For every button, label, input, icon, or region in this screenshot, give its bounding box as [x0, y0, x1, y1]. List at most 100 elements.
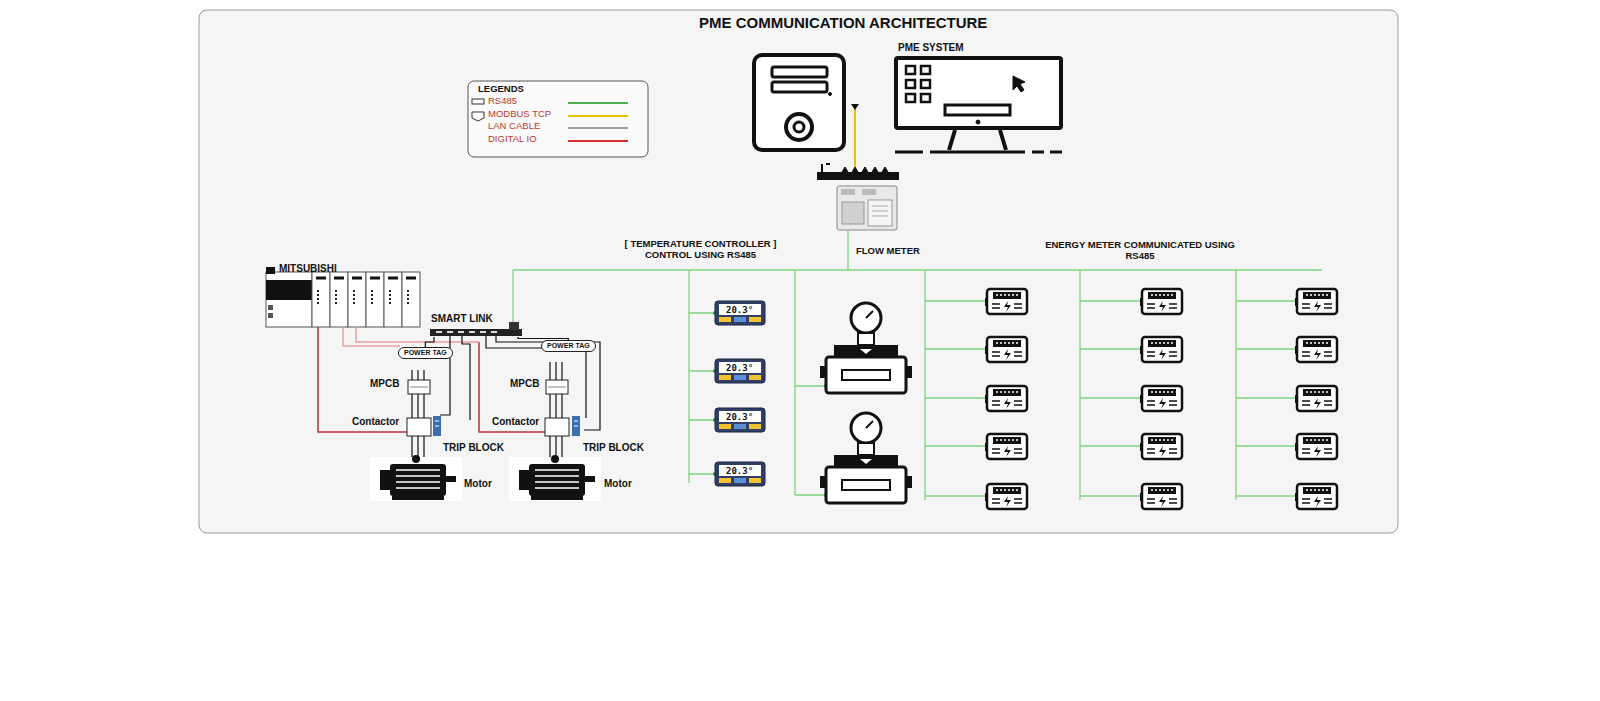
digital-io-wires	[479, 342, 552, 432]
mpcb	[408, 380, 568, 394]
monitor	[976, 120, 980, 124]
temperature-controller	[715, 301, 765, 325]
temperature-controller	[715, 408, 765, 432]
temperature-controller	[715, 301, 765, 325]
energy-meter	[1306, 391, 1328, 393]
gateway-device	[862, 189, 876, 195]
modbus-tcp-line	[851, 104, 859, 176]
legend-box	[468, 81, 648, 157]
plc	[402, 272, 420, 327]
label: Contactor	[352, 416, 399, 428]
motor	[390, 464, 446, 496]
monitor	[921, 66, 930, 74]
energy-meter	[1295, 386, 1337, 411]
temperature-controller	[715, 462, 765, 486]
legend-line	[568, 140, 628, 142]
flow-meter	[826, 357, 906, 393]
flow-meter	[860, 459, 872, 464]
monitor	[895, 58, 1062, 152]
energy-meter	[996, 489, 1018, 491]
energy-meter	[1306, 342, 1328, 344]
device-icons	[715, 289, 1337, 509]
energy-meter	[1297, 386, 1337, 411]
energy-meter	[1303, 292, 1331, 299]
pc-tower	[754, 55, 844, 150]
energy-meter	[1142, 386, 1182, 411]
rs485-bus	[689, 313, 715, 474]
motor	[412, 455, 420, 463]
gateway-device	[837, 186, 897, 230]
display-reading: 20.3°	[726, 466, 753, 476]
temperature-controller	[719, 478, 731, 483]
temperature-controller	[734, 424, 746, 429]
frame	[199, 10, 1398, 533]
temperature-controller	[715, 462, 765, 486]
gateway-device	[842, 202, 864, 224]
plc-label: MITSUBISHI	[279, 263, 337, 274]
legend-box	[472, 112, 484, 121]
motor	[509, 457, 601, 501]
temperature-controller	[719, 465, 761, 476]
smart-link: SMART LINK	[428, 313, 524, 337]
label: ENERGY METER COMMUNICATED USING RS485	[1040, 240, 1240, 262]
energy-meter	[987, 434, 1027, 459]
energy-meter	[987, 484, 1027, 509]
digital-io-wires	[356, 327, 479, 342]
plc	[384, 272, 402, 327]
temperature-controller	[719, 411, 761, 422]
energy-meter	[1148, 292, 1176, 299]
flow-meter	[842, 370, 890, 380]
temperature-controller	[719, 424, 731, 429]
flow-meter	[858, 443, 874, 455]
modbus-tcp-line	[851, 104, 859, 110]
energy-meter	[1140, 346, 1142, 354]
temperature-controller	[734, 375, 746, 380]
energy-meter	[985, 443, 987, 451]
rs485-bus	[924, 270, 925, 500]
monitor	[921, 94, 930, 102]
plc: MITSUBISHI	[265, 263, 422, 328]
energy-meter	[1303, 487, 1331, 494]
legend-label: LAN CABLE	[488, 121, 540, 132]
energy-meter	[1142, 337, 1182, 362]
contactor	[545, 418, 569, 436]
monitor	[895, 151, 1062, 154]
energy-meter	[1140, 386, 1182, 411]
trip-block	[433, 416, 580, 436]
temperature-controller	[719, 362, 761, 373]
display-reading: 20.3°	[726, 412, 753, 422]
label: Contactor	[492, 416, 539, 428]
motor	[370, 457, 462, 501]
energy-meter	[1295, 395, 1297, 403]
flow-meter	[820, 476, 826, 488]
network-switch	[817, 164, 899, 180]
temperature-controller	[749, 478, 761, 483]
energy-meter	[985, 484, 1027, 509]
rs485-bus	[1235, 270, 1236, 500]
motor	[585, 476, 595, 482]
plc	[348, 272, 366, 327]
energy-meter	[993, 437, 1021, 444]
energy-meter	[985, 395, 987, 403]
energy-meter	[1140, 493, 1142, 501]
pme-system-label: PME SYSTEM	[898, 42, 964, 53]
energy-meter	[1314, 301, 1321, 312]
flow-meter	[906, 366, 912, 378]
monitor	[906, 66, 915, 74]
energy-meter	[993, 389, 1021, 396]
label: [ TEMPERATURE CONTROLLER ] CONTROL USING…	[613, 239, 788, 261]
energy-meter	[1297, 434, 1337, 459]
energy-meter	[985, 346, 987, 354]
motor	[519, 470, 529, 490]
motor	[380, 470, 390, 490]
display-reading: 20.3°	[726, 305, 753, 315]
label: TRIP BLOCK	[583, 442, 644, 454]
plc	[266, 272, 312, 327]
energy-meter	[993, 487, 1021, 494]
plc	[330, 272, 348, 327]
energy-meter	[1004, 398, 1011, 409]
legend-line	[568, 127, 628, 129]
energy-meter	[1004, 496, 1011, 507]
monitor	[906, 94, 915, 102]
